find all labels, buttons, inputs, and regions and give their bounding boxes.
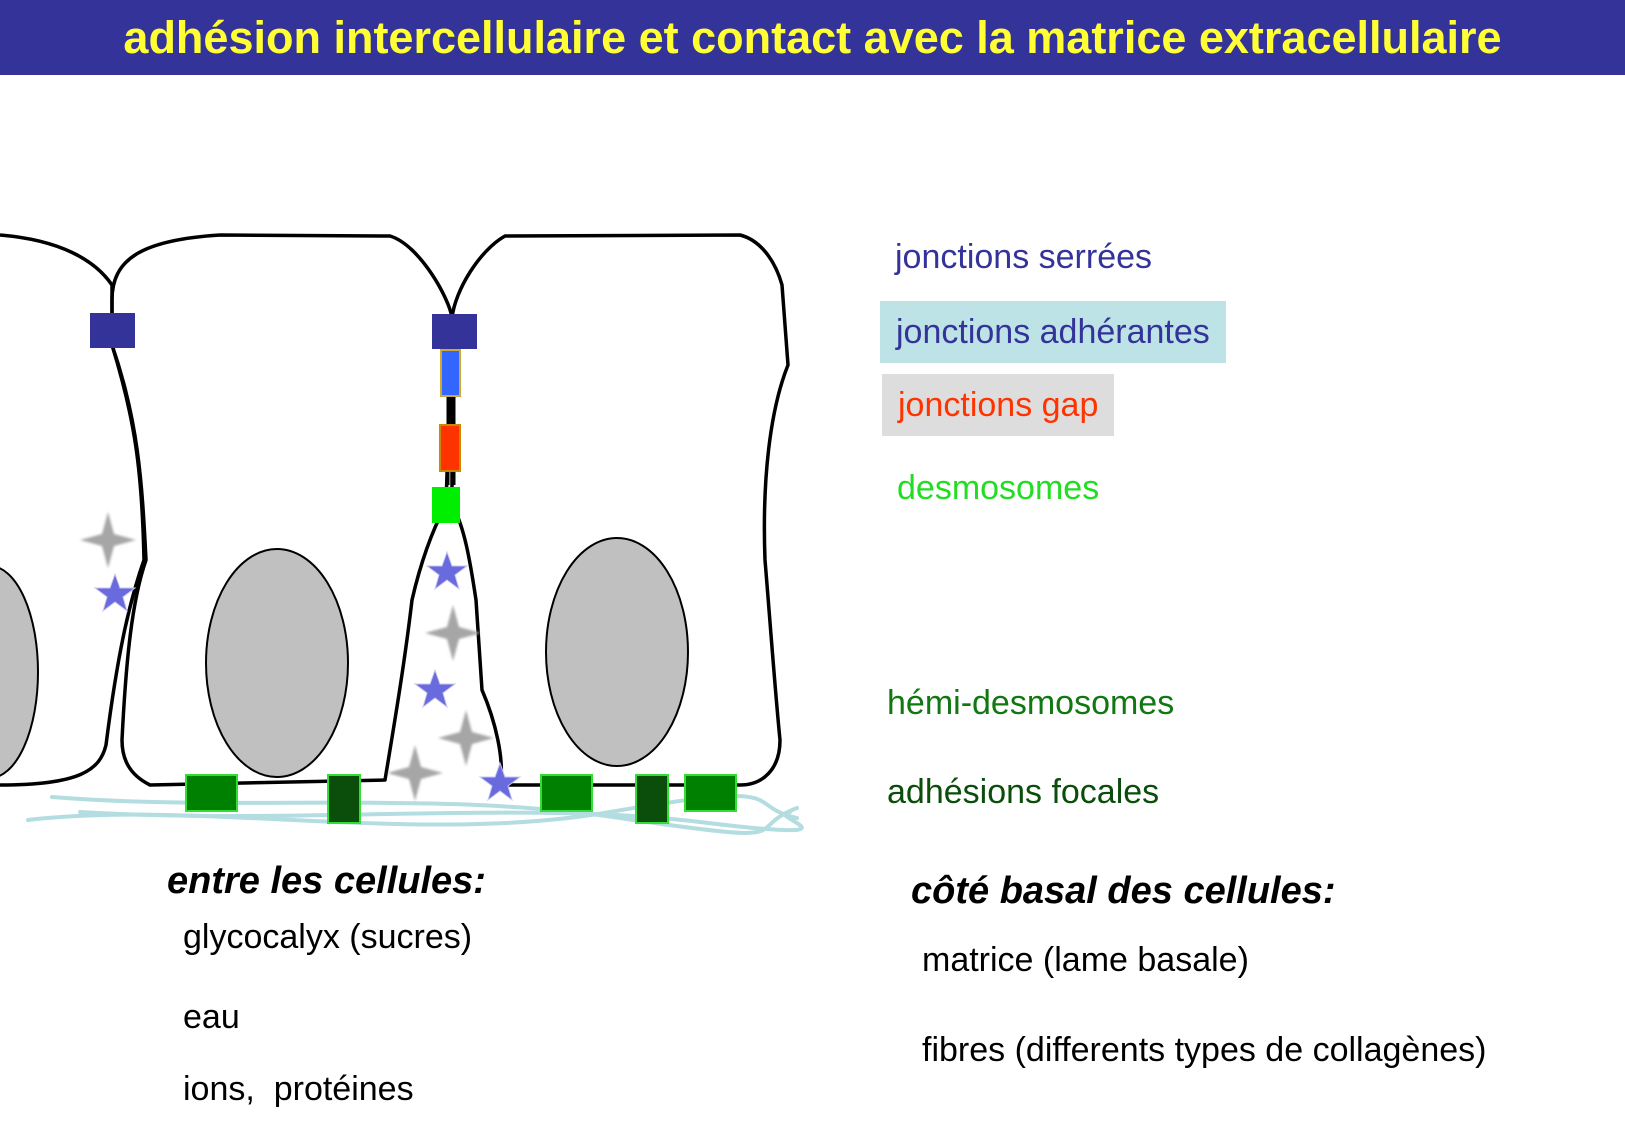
basal-side-heading: côté basal des cellules:: [911, 870, 1336, 912]
glycocalyx-symbols: [80, 512, 522, 802]
legend-hemidesmosomes: hémi-desmosomes: [887, 684, 1175, 722]
desmosome: [432, 487, 460, 523]
gray-star-icon: [425, 605, 481, 661]
focal-adhesion: [327, 774, 361, 824]
cell-membrane-middle: [110, 233, 454, 787]
gap-junction: [439, 424, 461, 472]
tight-junction: [432, 314, 477, 349]
between-cells-item: ions, protéines: [183, 1070, 414, 1108]
cell-membrane-left: [0, 233, 146, 787]
nucleus-left: [0, 567, 39, 777]
blue-star-icon: [425, 550, 469, 591]
title-bar: [0, 0, 1625, 75]
gray-star-icon: [387, 745, 443, 801]
tight-junction: [90, 313, 135, 348]
legend-gap-junctions: jonctions gap: [882, 374, 1115, 436]
cell-membrane-right: [450, 233, 790, 787]
hemidesmosome: [540, 774, 593, 812]
slide-title: adhésion intercellulaire et contact avec…: [123, 12, 1502, 63]
focal-adhesion: [635, 774, 669, 824]
gray-star-icon: [438, 710, 494, 766]
nucleus-right: [545, 537, 689, 767]
blue-star-icon: [478, 761, 522, 802]
between-cells-item: glycocalyx (sucres): [183, 918, 473, 956]
legend-focal-adhesions: adhésions focales: [887, 773, 1160, 811]
adherens-junction: [440, 349, 461, 397]
gray-star-icon: [80, 512, 136, 568]
blue-star-icon: [93, 572, 137, 613]
hemidesmosome: [185, 774, 238, 812]
legend-tight-junctions: jonctions serrées: [895, 238, 1153, 276]
basal-side-item: matrice (lame basale): [922, 941, 1249, 979]
legend-adherens-junctions: jonctions adhérantes: [880, 301, 1226, 363]
nucleus-middle: [205, 548, 349, 778]
blue-star-icon: [413, 668, 457, 709]
hemidesmosome: [684, 774, 737, 812]
between-cells-item: eau: [183, 998, 240, 1036]
between-cells-heading: entre les cellules:: [167, 860, 486, 902]
legend-desmosomes: desmosomes: [897, 469, 1100, 507]
basal-side-item: fibres (differents types de collagènes): [922, 1031, 1487, 1069]
